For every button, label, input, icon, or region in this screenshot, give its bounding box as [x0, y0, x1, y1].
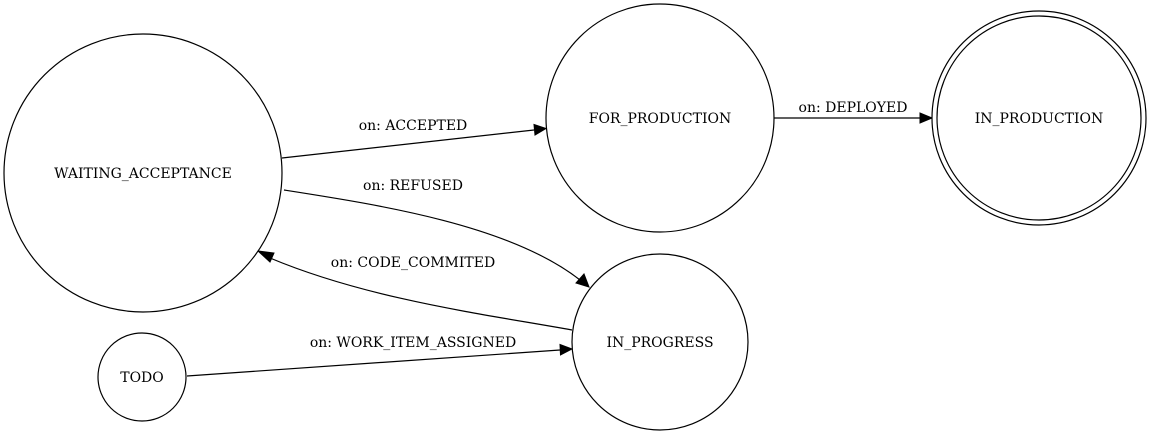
transition-code-commited-line	[269, 257, 573, 331]
transition-refused: on: REFUSED	[283, 178, 590, 288]
state-in-production-inner-circle	[936, 15, 1142, 221]
transition-work-item-assigned: on: WORK_ITEM_ASSIGNED	[186, 335, 574, 377]
state-in-progress-circle	[571, 253, 749, 431]
transition-accepted-line	[281, 129, 535, 159]
state-waiting-acceptance-label: WAITING_ACCEPTANCE	[54, 166, 232, 182]
transition-work-item-assigned-arrowhead	[559, 343, 574, 356]
transition-accepted: on: ACCEPTED	[281, 118, 548, 159]
state-in-production-label: IN_PRODUCTION	[975, 111, 1104, 127]
state-todo-circle	[97, 332, 187, 422]
state-in-production: IN_PRODUCTION	[931, 10, 1147, 226]
state-todo: TODO	[97, 332, 187, 422]
transition-code-commited-label: on: CODE_COMMITED	[331, 255, 495, 271]
state-in-progress-label: IN_PROGRESS	[606, 335, 713, 351]
transition-accepted-arrowhead	[533, 123, 548, 136]
transition-accepted-label: on: ACCEPTED	[359, 118, 468, 134]
transition-refused-arrowhead	[575, 273, 590, 288]
transition-refused-label: on: REFUSED	[363, 178, 463, 194]
state-in-progress: IN_PROGRESS	[571, 253, 749, 431]
transition-deployed-label: on: DEPLOYED	[799, 100, 908, 116]
state-for-production: FOR_PRODUCTION	[545, 3, 775, 233]
state-for-production-label: FOR_PRODUCTION	[589, 111, 732, 127]
state-todo-label: TODO	[120, 370, 164, 386]
transition-work-item-assigned-label: on: WORK_ITEM_ASSIGNED	[310, 335, 516, 351]
transition-deployed: on: DEPLOYED	[774, 100, 934, 124]
state-waiting-acceptance-circle	[3, 33, 283, 313]
transition-work-item-assigned-line	[186, 349, 561, 377]
state-waiting-acceptance: WAITING_ACCEPTANCE	[3, 33, 283, 313]
transition-deployed-arrowhead	[919, 112, 934, 124]
transition-code-commited-arrowhead	[256, 250, 275, 263]
transition-refused-line	[283, 189, 581, 281]
state-for-production-circle	[545, 3, 775, 233]
transition-code-commited: on: CODE_COMMITED	[256, 250, 573, 331]
